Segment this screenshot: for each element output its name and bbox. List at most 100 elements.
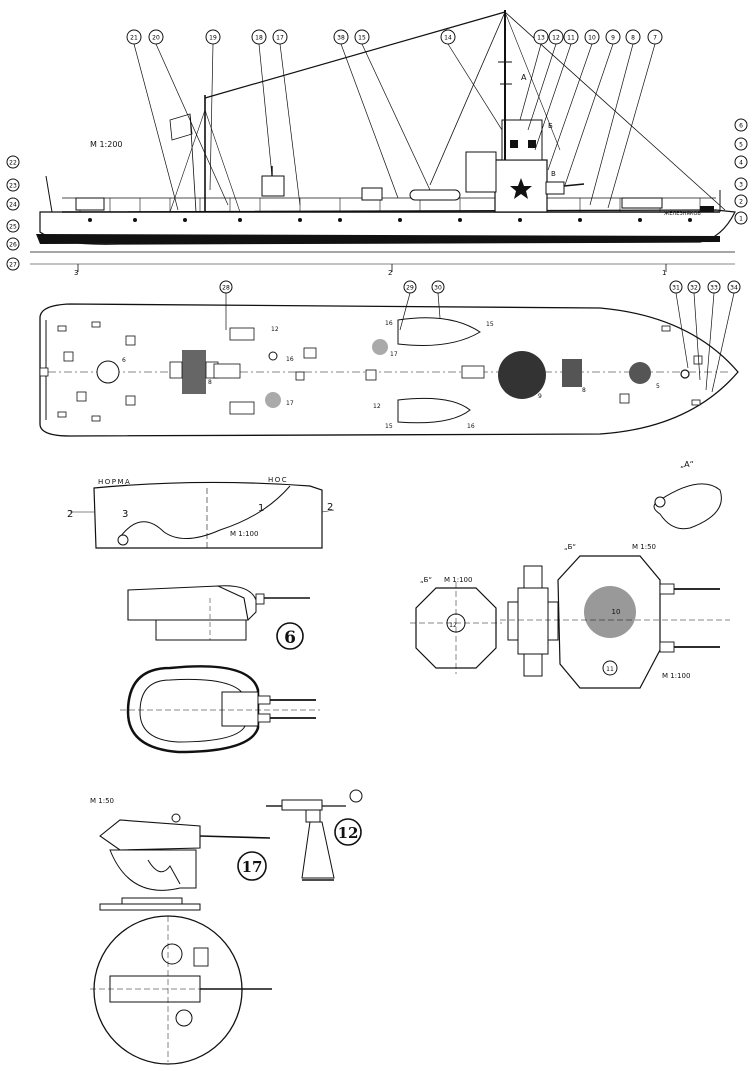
callout-7: 7 (607, 29, 663, 209)
turret-6-plan (120, 665, 320, 754)
plan-label-9: 9 (538, 393, 542, 400)
ship-profile (30, 10, 736, 272)
callout-25: 25 (6, 219, 20, 233)
callout-circle (333, 29, 349, 45)
callout-number: 15 (358, 35, 366, 42)
callout-number: 33 (710, 285, 718, 292)
callout-4: 4 (734, 155, 748, 169)
callout-circle (6, 155, 20, 169)
callout-17: 17 (237, 851, 267, 881)
plan-label-16b: 16 (385, 320, 393, 327)
callout-27: 27 (6, 257, 20, 271)
callout-leader (437, 292, 441, 319)
callout-2: 2 (734, 194, 748, 208)
callout-number: 22 (9, 160, 17, 167)
callout-leader (340, 43, 399, 199)
callout-31: 31 (669, 280, 689, 369)
callout-circle (431, 280, 445, 294)
callout-12-text: 12 (338, 824, 359, 842)
callout-number: 21 (130, 35, 138, 42)
callout-38: 38 (333, 29, 399, 199)
bow-label: НОС (268, 476, 288, 484)
turret-plan-a-scale: М 1:100 (444, 576, 472, 584)
section-num-3: 3 (122, 509, 128, 520)
callout-number: 2 (739, 199, 743, 206)
section-num-2-left: 2 (67, 509, 73, 520)
callout-leader (675, 292, 689, 369)
callout-24: 24 (6, 197, 20, 211)
callout-leader (589, 43, 634, 206)
callout-number: 7 (653, 35, 657, 42)
callout-circle (272, 29, 288, 45)
callout-leader (133, 43, 179, 211)
mg-scale: М 1:50 (90, 797, 114, 805)
callout-number: 31 (672, 285, 680, 292)
callout-6: 6 (276, 622, 304, 650)
plan-small-labels: 12 16 17 17 12 6 8 9 8 5 16 15 15 16 (122, 320, 660, 430)
callout-number: 12 (552, 35, 560, 42)
callout-number: 34 (730, 285, 738, 292)
callout-circle (584, 29, 600, 45)
turret-section-drawing (70, 481, 335, 549)
callout-number: 19 (209, 35, 217, 42)
callout-leader (155, 43, 229, 206)
callout-6-text: 6 (284, 628, 296, 648)
callout-leader (258, 43, 273, 177)
callout-circle (403, 280, 417, 294)
callout-10: 10 (547, 29, 600, 171)
callout-leader (564, 43, 614, 186)
callout-number: 17 (276, 35, 284, 42)
callout-12: 12 (334, 818, 362, 846)
callout-leader (607, 43, 656, 209)
callout-number: 24 (9, 202, 17, 209)
view-b-label: „Б“ (420, 576, 432, 584)
turret-plan-b-scale: М 1:100 (662, 672, 690, 680)
callout-leader (693, 292, 701, 381)
callout-number: 14 (444, 35, 452, 42)
callout-circle (6, 237, 20, 251)
callout-leader (547, 43, 593, 171)
main-turret (498, 351, 546, 399)
callout-circle (6, 257, 20, 271)
section-num-2-right: 2 (327, 502, 333, 513)
callout-14: 14 (440, 29, 503, 131)
callout-circle (6, 178, 20, 192)
callout-number: 28 (222, 285, 230, 292)
turret-section-scale: М 1:100 (230, 530, 258, 538)
callout-number: 23 (9, 183, 17, 190)
turret-num-10: 10 (612, 608, 621, 616)
callout-circle (126, 29, 142, 45)
callout-leader (519, 43, 542, 121)
plan-label-16c: 16 (467, 423, 475, 430)
profile-scale-label: М 1:200 (90, 140, 123, 149)
gun-17-side (99, 813, 271, 911)
callout-circle (605, 29, 621, 45)
callout-30: 30 (431, 280, 445, 319)
turret-plan-octagon-small (410, 582, 502, 674)
turret-num-11: 11 (606, 666, 614, 673)
callout-number: 38 (337, 35, 345, 42)
plan-label-12a: 12 (271, 326, 279, 333)
callout-number: 10 (588, 35, 596, 42)
plan-label-6a: 6 (122, 357, 126, 364)
callout-number: 25 (9, 224, 17, 231)
marker-b: Б (548, 122, 553, 130)
callout-leader (705, 292, 715, 391)
section-mark-1: 1 (662, 269, 666, 277)
callout-circle (734, 118, 748, 132)
callout-12: 12 (527, 29, 564, 131)
callout-circle (548, 29, 564, 45)
plan-label-8a: 8 (208, 379, 212, 386)
plan-label-17a: 17 (390, 351, 398, 358)
plan-label-15a: 15 (486, 321, 494, 328)
callout-number: 4 (739, 160, 743, 167)
callout-number: 32 (690, 285, 698, 292)
callout-circle (148, 29, 164, 45)
callout-circle (707, 280, 721, 294)
callout-leader (399, 292, 411, 331)
callout-19: 19 (205, 29, 221, 191)
callout-34: 34 (711, 280, 741, 393)
callout-leader (361, 43, 431, 191)
